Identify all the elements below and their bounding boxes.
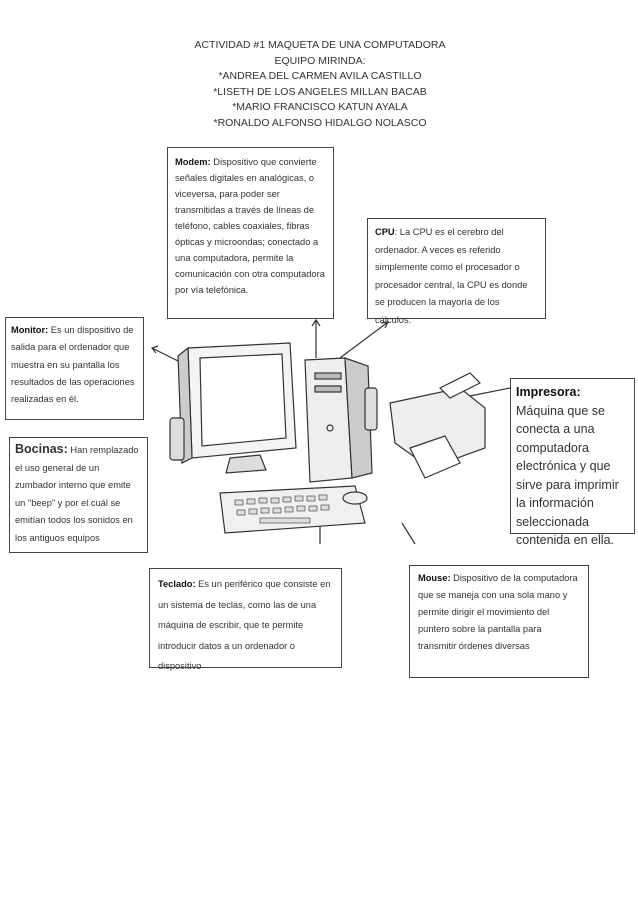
document-header: ACTIVIDAD #1 MAQUETA DE UNA COMPUTADORA … bbox=[150, 38, 490, 131]
cpu-box: CPU: La CPU es el cerebro del ordenador.… bbox=[367, 218, 546, 319]
header-line-member: *ANDREA DEL CARMEN AVILA CASTILLO bbox=[150, 69, 490, 85]
modem-text: Dispositivo que convierte señales digita… bbox=[175, 157, 325, 295]
mouse-arrow bbox=[402, 523, 415, 544]
right-speaker-shape bbox=[365, 388, 377, 430]
mouse-shape bbox=[343, 492, 367, 504]
modem-title: Modem: bbox=[175, 157, 211, 167]
monitor-box: Monitor: Es un dispositivo de salida par… bbox=[5, 317, 144, 420]
header-line-member: *MARIO FRANCISCO KATUN AYALA bbox=[150, 100, 490, 116]
teclado-box: Teclado: Es un periférico que consiste e… bbox=[149, 568, 342, 668]
teclado-text: Es un periférico que consiste en un sist… bbox=[158, 579, 330, 671]
modem-box: Modem: Dispositivo que convierte señales… bbox=[167, 147, 334, 319]
impresora-box: Impresora: Máquina que se conecta a una … bbox=[510, 378, 635, 534]
mouse-title: Mouse: bbox=[418, 573, 451, 583]
cpu-title: CPU bbox=[375, 227, 395, 237]
left-speaker-shape bbox=[170, 418, 184, 460]
bocinas-text: Han remplazado el uso general de un zumb… bbox=[15, 445, 139, 543]
header-line-team: EQUIPO MIRINDA: bbox=[150, 54, 490, 70]
mouse-box: Mouse: Dispositivo de la computadora que… bbox=[409, 565, 589, 678]
teclado-title: Teclado: bbox=[158, 579, 196, 589]
mouse-text: Dispositivo de la computadora que se man… bbox=[418, 573, 578, 651]
bocinas-box: Bocinas: Han remplazado el uso general d… bbox=[9, 437, 148, 553]
monitor-arrow bbox=[152, 348, 182, 363]
monitor-title: Monitor: bbox=[11, 325, 48, 335]
header-line-member: *LISETH DE LOS ANGELES MILLAN BACAB bbox=[150, 85, 490, 101]
cpu-arrow bbox=[340, 322, 388, 358]
cpu-text: : La CPU es el cerebro del ordenador. A … bbox=[375, 227, 527, 325]
impresora-title: Impresora: bbox=[516, 385, 581, 399]
bocinas-title: Bocinas: bbox=[15, 442, 68, 456]
header-line-member: *RONALDO ALFONSO HIDALGO NOLASCO bbox=[150, 116, 490, 132]
header-line-title: ACTIVIDAD #1 MAQUETA DE UNA COMPUTADORA bbox=[150, 38, 490, 54]
impresora-arrow bbox=[470, 388, 510, 396]
computer-set-illustration bbox=[140, 318, 510, 548]
impresora-text: Máquina que se conecta a una computadora… bbox=[516, 404, 619, 548]
monitor-text: Es un dispositivo de salida para el orde… bbox=[11, 325, 135, 404]
